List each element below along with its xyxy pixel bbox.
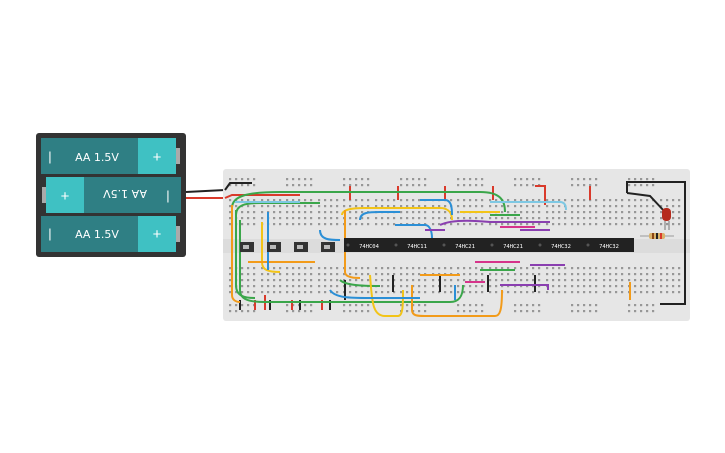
dip-switch-4[interactable] xyxy=(321,242,335,252)
cell-1-label: AA 1.5V xyxy=(75,151,119,164)
red-led[interactable] xyxy=(662,208,671,230)
wire-blue-4[interactable] xyxy=(420,199,453,216)
cell-3-label: AA 1.5V xyxy=(75,228,119,241)
wire-blue-2[interactable] xyxy=(319,229,341,241)
ic-label-2: 74HC11 xyxy=(407,244,427,250)
wire-ground-rail[interactable] xyxy=(224,182,252,191)
ic-notch-4 xyxy=(490,243,494,247)
wire-red-5[interactable] xyxy=(535,185,546,205)
wire-blue-7[interactable] xyxy=(395,224,433,239)
cell-2-plus: + xyxy=(61,188,70,205)
battery-cell-1: AA 1.5V | + xyxy=(41,138,180,174)
ic-notch-2 xyxy=(394,243,398,247)
cell-2-label: AA 1.5V xyxy=(103,187,147,200)
cell-1-minus: | xyxy=(48,149,51,164)
wire-green-4[interactable] xyxy=(235,210,256,299)
wire-blue-3[interactable] xyxy=(359,211,400,221)
wire-purple-3[interactable] xyxy=(500,284,549,290)
cell-1-plus: + xyxy=(153,149,162,166)
wire-lightblue-1[interactable] xyxy=(490,201,567,211)
cell-2-minus: | xyxy=(166,188,169,203)
ic-row-body xyxy=(344,238,634,252)
wire-ground-right[interactable] xyxy=(626,181,686,305)
wire-orange-1[interactable] xyxy=(231,205,241,303)
cell-3-minus: | xyxy=(48,226,51,241)
ic-label-4: 74HC21 xyxy=(503,244,523,250)
ic-label-3: 74HC21 xyxy=(455,244,475,250)
dip-switch-1[interactable] xyxy=(240,242,254,252)
resistor[interactable] xyxy=(640,233,674,239)
wire-orange-3[interactable] xyxy=(411,285,503,317)
wire-blue-5[interactable] xyxy=(329,289,420,299)
wire-orange-2[interactable] xyxy=(344,210,361,279)
ic-notch-1 xyxy=(346,243,350,247)
battery-pack[interactable]: AA 1.5V | + AA 1.5V | + AA 1.5V | + xyxy=(36,133,226,257)
battery-lead-black[interactable] xyxy=(185,189,226,193)
wire-green-5[interactable] xyxy=(339,279,381,287)
battery-cell-3: AA 1.5V | + xyxy=(41,216,180,252)
ic-notch-5 xyxy=(538,243,542,247)
wires[interactable] xyxy=(224,181,686,317)
ic-notch-6 xyxy=(586,243,590,247)
ic-chips[interactable]: 74HC04 74HC11 74HC21 74HC21 74HC32 74HC32 xyxy=(344,238,634,252)
ic-notch-3 xyxy=(442,243,446,247)
dip-switch-2[interactable] xyxy=(267,242,281,252)
battery-cell-2: AA 1.5V | + xyxy=(42,177,181,213)
ic-label-6: 74HC32 xyxy=(599,244,619,250)
ic-label-1: 74HC04 xyxy=(359,244,380,250)
wire-led-ground[interactable] xyxy=(626,192,666,213)
dip-switch-3[interactable] xyxy=(294,242,308,252)
cell-3-plus: + xyxy=(153,226,162,243)
wire-purple-1[interactable] xyxy=(439,219,550,226)
wire-power-rail[interactable] xyxy=(224,194,300,199)
wire-yellow-3[interactable] xyxy=(369,274,404,317)
switches[interactable] xyxy=(240,242,335,252)
ic-label-5: 74HC32 xyxy=(551,244,571,250)
